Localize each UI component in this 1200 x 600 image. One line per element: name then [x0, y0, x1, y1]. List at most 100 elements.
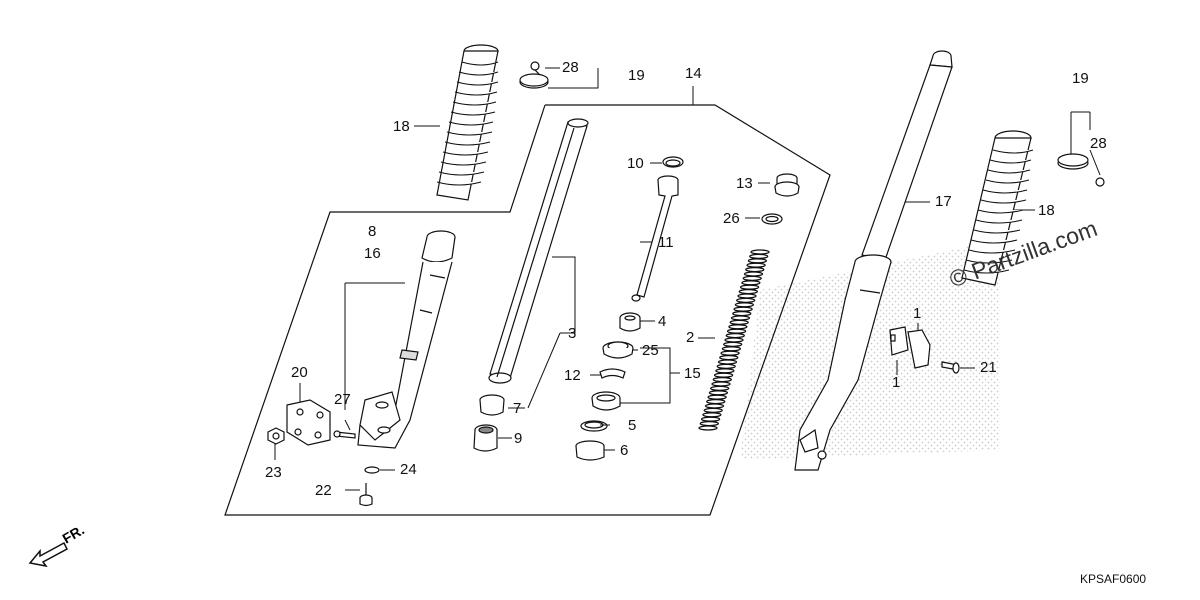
spring-coil	[746, 262, 766, 268]
callout-17: 17	[935, 193, 952, 210]
callout-18-right: 18	[1038, 202, 1055, 219]
spring-coil	[725, 332, 745, 339]
callout-19-left: 19	[628, 67, 645, 84]
boot-clamp-right	[1057, 153, 1105, 187]
spring-coil	[699, 420, 719, 427]
callout-6: 6	[620, 442, 629, 459]
spring-coil	[721, 346, 742, 352]
oil-seal	[591, 391, 621, 411]
spring-coil	[716, 363, 736, 370]
callout-4: 4	[658, 313, 667, 330]
callout-7: 7	[513, 400, 522, 417]
screw	[941, 361, 960, 374]
callout-2: 2	[686, 329, 695, 346]
spring-coil	[717, 359, 738, 365]
assembly-outline	[224, 104, 831, 516]
guide-bushing	[473, 424, 498, 452]
fork-boot-left	[436, 44, 499, 201]
fork-spring	[698, 249, 770, 431]
nut	[267, 427, 285, 445]
slider-bushing	[575, 440, 605, 461]
callout-27: 27	[334, 391, 351, 408]
callout-9: 9	[514, 430, 523, 447]
spring-coil	[749, 253, 769, 260]
spring-coil	[743, 271, 764, 277]
callout-1-lower: 1	[892, 374, 901, 391]
washer	[364, 466, 380, 474]
fork-piston	[631, 175, 679, 302]
callout-19-right: 19	[1072, 70, 1089, 87]
spring-coil	[750, 249, 770, 255]
callout-8: 8	[368, 223, 377, 240]
callout-11: 11	[658, 234, 674, 251]
spring-coil	[726, 328, 747, 334]
callout-15: 15	[684, 365, 701, 382]
spring-coil	[710, 385, 730, 392]
socket-bolt	[333, 430, 356, 439]
callout-23: 23	[265, 464, 282, 481]
callout-5: 5	[628, 417, 637, 434]
callout-18-left: 18	[393, 118, 410, 135]
spring-coil	[700, 416, 721, 422]
spring-coil	[728, 324, 748, 330]
spring-coil	[724, 337, 744, 343]
fork-boot-right	[961, 130, 1034, 286]
callout-28-right: 28	[1090, 135, 1107, 152]
spring-coil	[732, 310, 752, 317]
slide-bushing	[479, 394, 505, 416]
axle-holder	[286, 399, 331, 446]
callout-12: 12	[564, 367, 581, 384]
spring-coil	[738, 288, 758, 295]
spring-coil	[741, 280, 761, 286]
spring-coil	[720, 350, 740, 356]
callout-1-upper: 1	[913, 305, 922, 322]
spring-coil	[707, 394, 727, 400]
spring-coil	[711, 381, 731, 387]
spring-coil	[742, 275, 762, 282]
spring-coil	[713, 372, 734, 378]
spring-coil	[739, 284, 760, 290]
callout-28-left: 28	[562, 59, 579, 76]
callout-16: 16	[364, 245, 381, 262]
fork-bolt	[774, 173, 800, 197]
spring-coil	[736, 297, 756, 304]
spring-coil	[704, 403, 725, 409]
spring-coil	[702, 412, 722, 418]
callout-13: 13	[736, 175, 753, 192]
o-ring	[761, 213, 783, 225]
pipe-clamp	[889, 326, 931, 369]
spring-coil	[730, 315, 751, 321]
spring-coil	[733, 306, 753, 312]
callout-22: 22	[315, 482, 332, 499]
spring-coil	[706, 398, 726, 405]
watermark-dots	[740, 240, 1000, 460]
circlip	[662, 156, 684, 168]
spring-coil	[703, 407, 723, 414]
dust-seal	[602, 341, 634, 359]
diagram-code: KPSAF0600	[1080, 572, 1147, 586]
boot-clamp-left	[519, 61, 549, 89]
arrow-down-left-icon	[28, 541, 68, 568]
spring-coil	[708, 390, 729, 396]
spring-coil	[734, 302, 755, 308]
callout-25: 25	[642, 342, 659, 359]
spring-coil	[729, 319, 749, 326]
callout-3: 3	[568, 325, 577, 342]
spring-coil	[723, 341, 743, 348]
callout-14: 14	[685, 65, 702, 82]
spring-coil	[719, 354, 739, 361]
fork-bottom-case	[357, 230, 456, 449]
stop-ring	[599, 368, 626, 379]
spring-coil	[698, 425, 718, 431]
callout-26: 26	[723, 210, 740, 227]
spring-coil	[715, 368, 735, 374]
spring-coil	[712, 376, 732, 383]
backup-ring	[580, 420, 608, 432]
callout-10: 10	[627, 155, 644, 172]
fork-tube	[488, 118, 589, 384]
callout-24: 24	[400, 461, 417, 478]
fork-assembly-right	[794, 50, 953, 471]
spring-coil	[745, 266, 765, 273]
oil-lock-piece	[619, 312, 641, 332]
